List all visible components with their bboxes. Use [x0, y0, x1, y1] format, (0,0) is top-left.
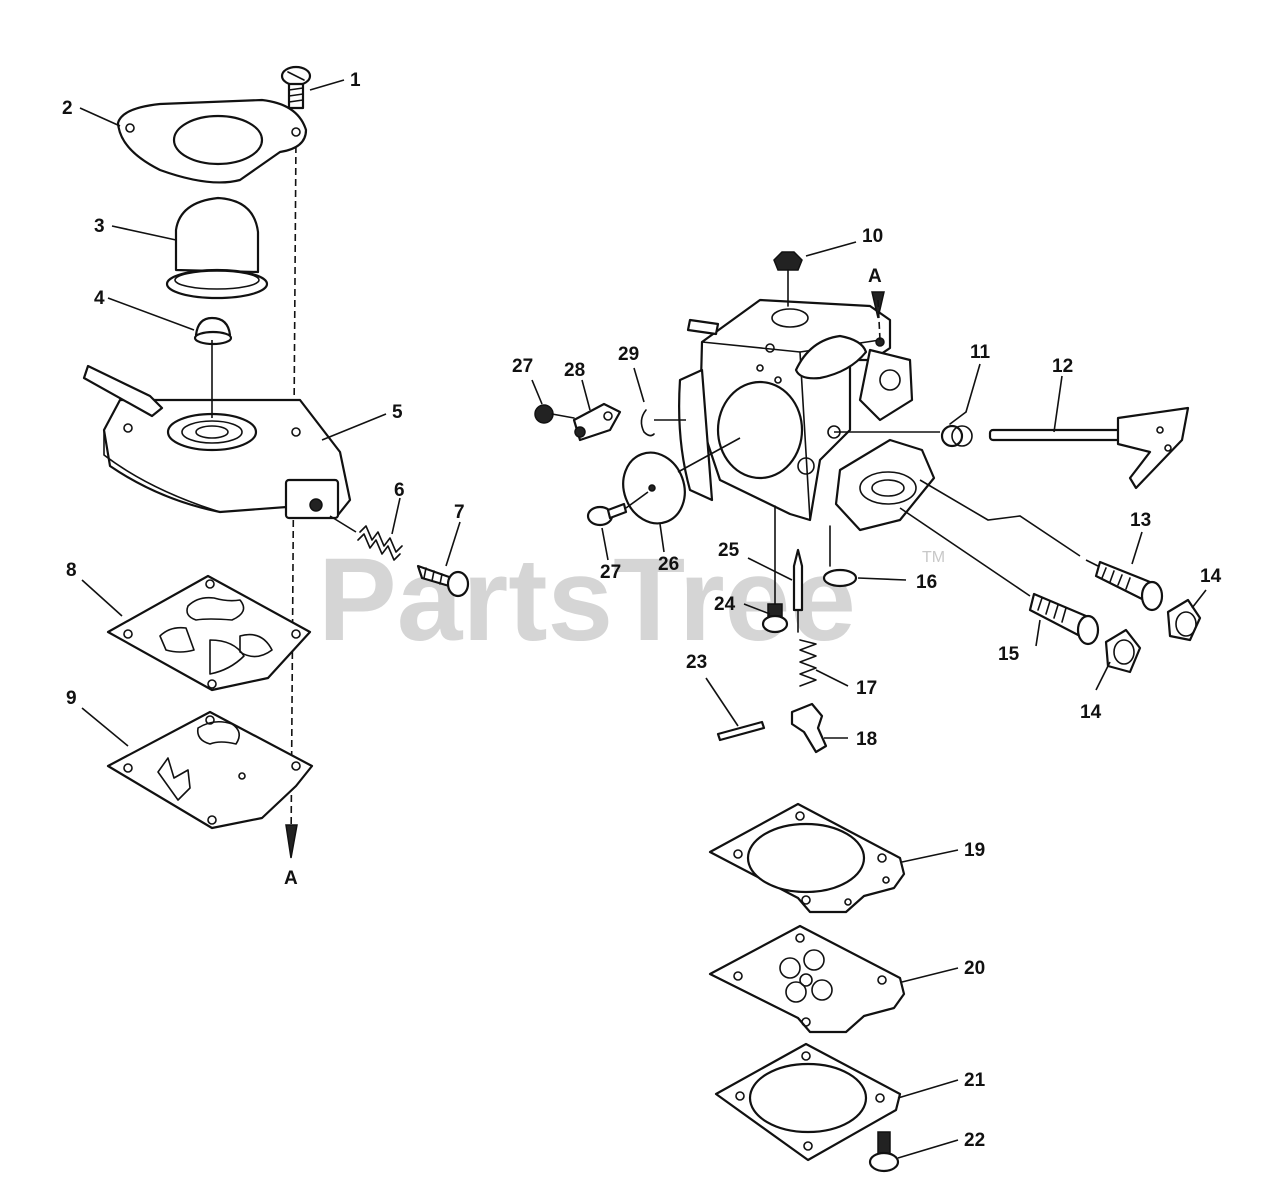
- callout-24: 24: [714, 594, 736, 615]
- callout-23: 23: [686, 652, 707, 673]
- part-17-spring: [799, 639, 817, 687]
- part-13-high-speed-needle: [1085, 559, 1164, 612]
- part-8-gasket: [106, 574, 312, 692]
- callout-15: 15: [998, 644, 1020, 665]
- callout-14-top: 14: [1200, 566, 1222, 587]
- callout-27-top: 27: [512, 356, 533, 377]
- reference-mark-a-left: A: [284, 868, 298, 889]
- partstree-watermark: PartsTree: [318, 534, 856, 666]
- callout-16: 16: [916, 572, 937, 593]
- alignment-arrow-left: [285, 824, 298, 859]
- callout-18: 18: [856, 729, 877, 750]
- part-20-diaphragm: [708, 924, 906, 1034]
- part-3-primer-bulb: [165, 196, 269, 300]
- callout-7: 7: [454, 502, 465, 523]
- part-27-screw-top: [534, 404, 575, 424]
- callout-5: 5: [392, 402, 403, 423]
- callout-8: 8: [66, 560, 77, 581]
- trademark-mark: TM: [922, 549, 945, 566]
- part-2-cover-gasket: [116, 98, 308, 184]
- part-14-limiter-cap-bottom: [1104, 628, 1142, 674]
- right-assembly: [534, 251, 1202, 1173]
- callout-13: 13: [1130, 510, 1151, 531]
- callout-28: 28: [564, 360, 585, 381]
- part-7-adjust-screw: [416, 564, 470, 598]
- part-4-check-valve: [193, 316, 233, 346]
- part-15-low-speed-needle: [1028, 592, 1100, 646]
- part-1-screw: [280, 65, 312, 110]
- part-9-diaphragm: [106, 710, 314, 830]
- part-29-clip: [640, 409, 686, 437]
- callout-4: 4: [94, 288, 105, 309]
- callout-11: 11: [970, 342, 991, 363]
- part-25-inlet-needle: [792, 548, 804, 633]
- callout-27-bottom: 27: [600, 562, 621, 583]
- part-23-pin: [716, 720, 766, 742]
- part-5-primer-housing: [82, 340, 352, 520]
- part-22-screw: [868, 1131, 900, 1173]
- part-14-limiter-cap-top: [1166, 598, 1202, 642]
- callout-21: 21: [964, 1070, 986, 1091]
- callout-9: 9: [66, 688, 77, 709]
- callout-26: 26: [658, 554, 679, 575]
- callout-leaders: [79, 79, 1207, 1159]
- callout-20: 20: [964, 958, 985, 979]
- callout-1: 1: [350, 70, 361, 91]
- callout-10: 10: [862, 226, 883, 247]
- part-11-spring: [940, 411, 973, 448]
- reference-mark-a-right: A: [868, 266, 882, 287]
- callout-14-bottom: 14: [1080, 702, 1102, 723]
- callout-12: 12: [1052, 356, 1073, 377]
- part-26-throttle-plate: [622, 437, 741, 525]
- part-28-lever: [572, 402, 622, 442]
- part-18-metering-lever: [790, 702, 828, 754]
- callout-25: 25: [718, 540, 740, 561]
- callout-labels: 1 2 3 4 5 6 7 8 9 10 11 12 13 14 14 15 1…: [62, 70, 1222, 1151]
- callout-22: 22: [964, 1130, 985, 1151]
- callout-19: 19: [964, 840, 985, 861]
- part-27-screw-bottom: [586, 491, 649, 527]
- part-19-gasket: [708, 802, 906, 914]
- callout-3: 3: [94, 216, 105, 237]
- carburetor-body: [678, 298, 940, 532]
- callout-17: 17: [856, 678, 877, 699]
- part-21-cover: [714, 1042, 902, 1162]
- callout-2: 2: [62, 98, 73, 119]
- part-24-screw: [761, 505, 789, 634]
- part-6-spring: [329, 515, 403, 561]
- callout-6: 6: [394, 480, 405, 501]
- part-16-plug: [822, 525, 858, 588]
- alignment-line-right: [877, 299, 881, 341]
- part-12-throttle-shaft: [988, 406, 1190, 490]
- part-10-nut: [773, 251, 803, 307]
- left-assembly: [82, 65, 470, 859]
- callout-29: 29: [618, 344, 639, 365]
